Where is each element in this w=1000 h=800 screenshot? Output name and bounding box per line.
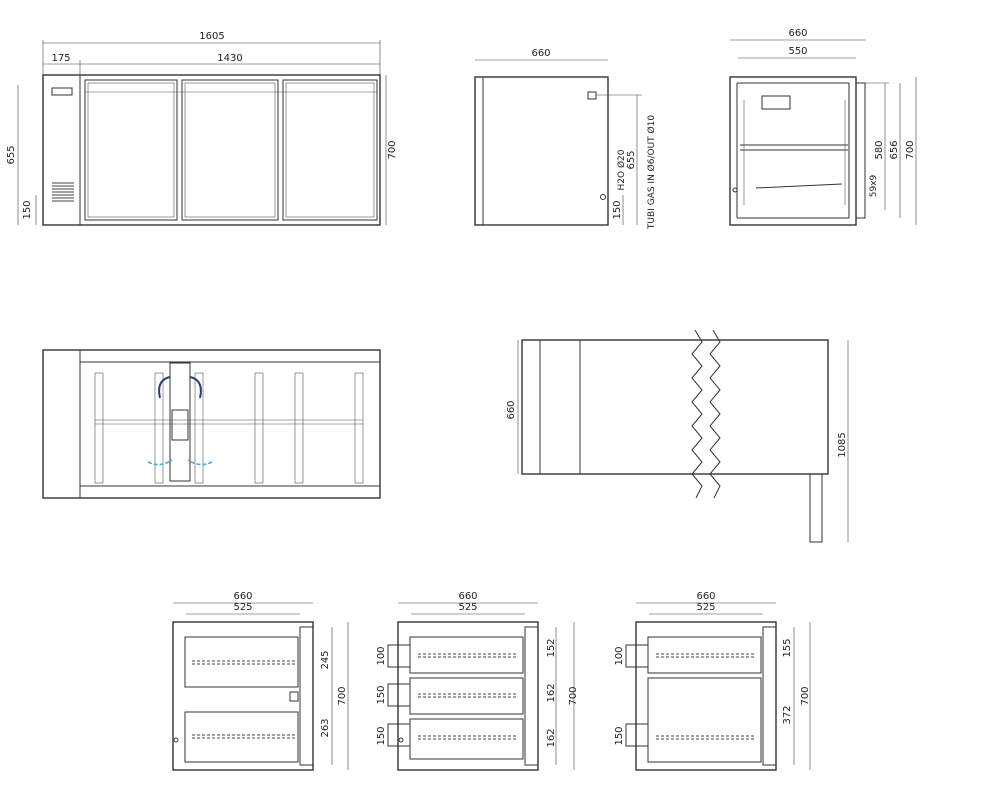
dim-plan-depth: 660 [506, 400, 517, 419]
drawer-2-dim-inner: 525 [458, 602, 477, 613]
dim-side-depth: 660 [531, 48, 550, 59]
top-view-outline [42, 349, 381, 499]
dim-section-mid-height: 656 [889, 140, 900, 159]
dim-side-height: 655 [626, 150, 637, 169]
dim-section-inner-height: 580 [874, 140, 885, 159]
dim-front-base-height: 150 [22, 200, 33, 219]
dim-front-height: 700 [387, 140, 398, 159]
cold-air-arrow-left [147, 459, 173, 466]
drawer-3-dim-height: 700 [800, 686, 811, 705]
drawer-config-3-outline [635, 621, 777, 771]
front-view: 1605 175 1430 700 655 150 [6, 31, 398, 226]
section-drain [732, 187, 738, 193]
drawer-2-dim-h2: 162 [546, 683, 557, 702]
cold-air-arrow-right [187, 459, 213, 466]
side-body-outline [474, 76, 609, 226]
drawer-3-left-mark-1: 100 [614, 646, 625, 665]
drawer-1-lower [184, 711, 299, 763]
break-line-right [709, 329, 721, 499]
control-display [51, 87, 73, 96]
warm-air-arrow-right [189, 376, 202, 399]
dim-section-slot: 59x9 [869, 174, 879, 197]
drawer-3-dim-depth: 660 [696, 591, 715, 602]
pipe-connection [600, 194, 606, 200]
drawer-2-left-mark-3: 150 [376, 726, 387, 745]
drawer-3-bottom [647, 677, 762, 763]
drawer-2-bottom [409, 718, 524, 760]
front-door-3 [282, 79, 378, 221]
drawer-3-dim-h2: 372 [782, 705, 793, 724]
plan-view: 660 1085 [506, 329, 849, 543]
drawer-1-dim-inner: 525 [233, 602, 252, 613]
drawer-3-dim-h1: 155 [782, 638, 793, 657]
label-water-pipe: H2O Ø20 [616, 149, 627, 190]
drawer-1-dim-height: 700 [337, 686, 348, 705]
dim-door-section-width: 1430 [217, 53, 242, 64]
compressor-unit [761, 95, 791, 110]
drawer-2-dim-h3: 162 [546, 728, 557, 747]
drawer-3-dim-inner: 525 [696, 602, 715, 613]
front-body-outline [42, 74, 381, 226]
dim-section-depth: 660 [788, 28, 807, 39]
drawer-2-dim-height: 700 [568, 686, 579, 705]
drawer-config-1-outline [172, 621, 314, 771]
shelf-uprights [94, 372, 364, 484]
drawer-3-left-mark-2: 150 [614, 726, 625, 745]
drawer-2-top [409, 636, 524, 674]
side-view: 660 655 150 H2O Ø20 TUBI GAS IN Ø6/OUT Ø… [474, 48, 657, 230]
front-door-1 [84, 79, 178, 221]
dim-overall-width: 1605 [199, 31, 224, 42]
break-line-left [691, 329, 703, 499]
section-door-profile [855, 82, 866, 219]
evaporator-coil [171, 409, 189, 441]
warm-air-arrow-left [158, 376, 171, 399]
drawer-1-upper [184, 636, 299, 688]
plan-outline [521, 339, 829, 475]
section-body-outline [729, 76, 857, 226]
evaporator-unit [169, 362, 191, 482]
label-gas-pipes: TUBI GAS IN Ø6/OUT Ø10 [646, 115, 657, 230]
drawer-config-2-outline [397, 621, 539, 771]
dim-control-panel-width: 175 [51, 53, 70, 64]
front-grille [52, 182, 74, 202]
dim-section-height: 700 [905, 140, 916, 159]
side-connection-box [587, 91, 597, 100]
drawer-3-top [647, 636, 762, 674]
drawer-2-dim-depth: 660 [458, 591, 477, 602]
drawer-config-1: 660 525 245 263 700 [172, 591, 349, 771]
drawer-1-dim-depth: 660 [233, 591, 252, 602]
drawer-2-left-mark-1: 100 [376, 646, 387, 665]
drawer-1-dim-h2: 263 [320, 718, 331, 737]
plan-door-leaf [809, 473, 823, 543]
top-internal-view [42, 349, 381, 499]
drawer-1-dim-h1: 245 [320, 650, 331, 669]
section-view: 660 550 580 656 700 59x9 [729, 28, 917, 226]
dim-side-base-height: 150 [612, 200, 623, 219]
front-door-2 [181, 79, 279, 221]
dim-section-inner-depth: 550 [788, 46, 807, 57]
drawer-2-left-mark-2: 150 [376, 685, 387, 704]
drawer-config-2: 660 525 100 150 150 152 162 162 700 [376, 591, 579, 771]
dim-front-body-height: 655 [6, 145, 17, 164]
dim-plan-length: 1085 [837, 432, 848, 457]
drawer-2-dim-h1: 152 [546, 638, 557, 657]
drawer-config-3: 660 525 100 150 155 372 700 [614, 591, 811, 771]
drawer-2-middle [409, 677, 524, 715]
